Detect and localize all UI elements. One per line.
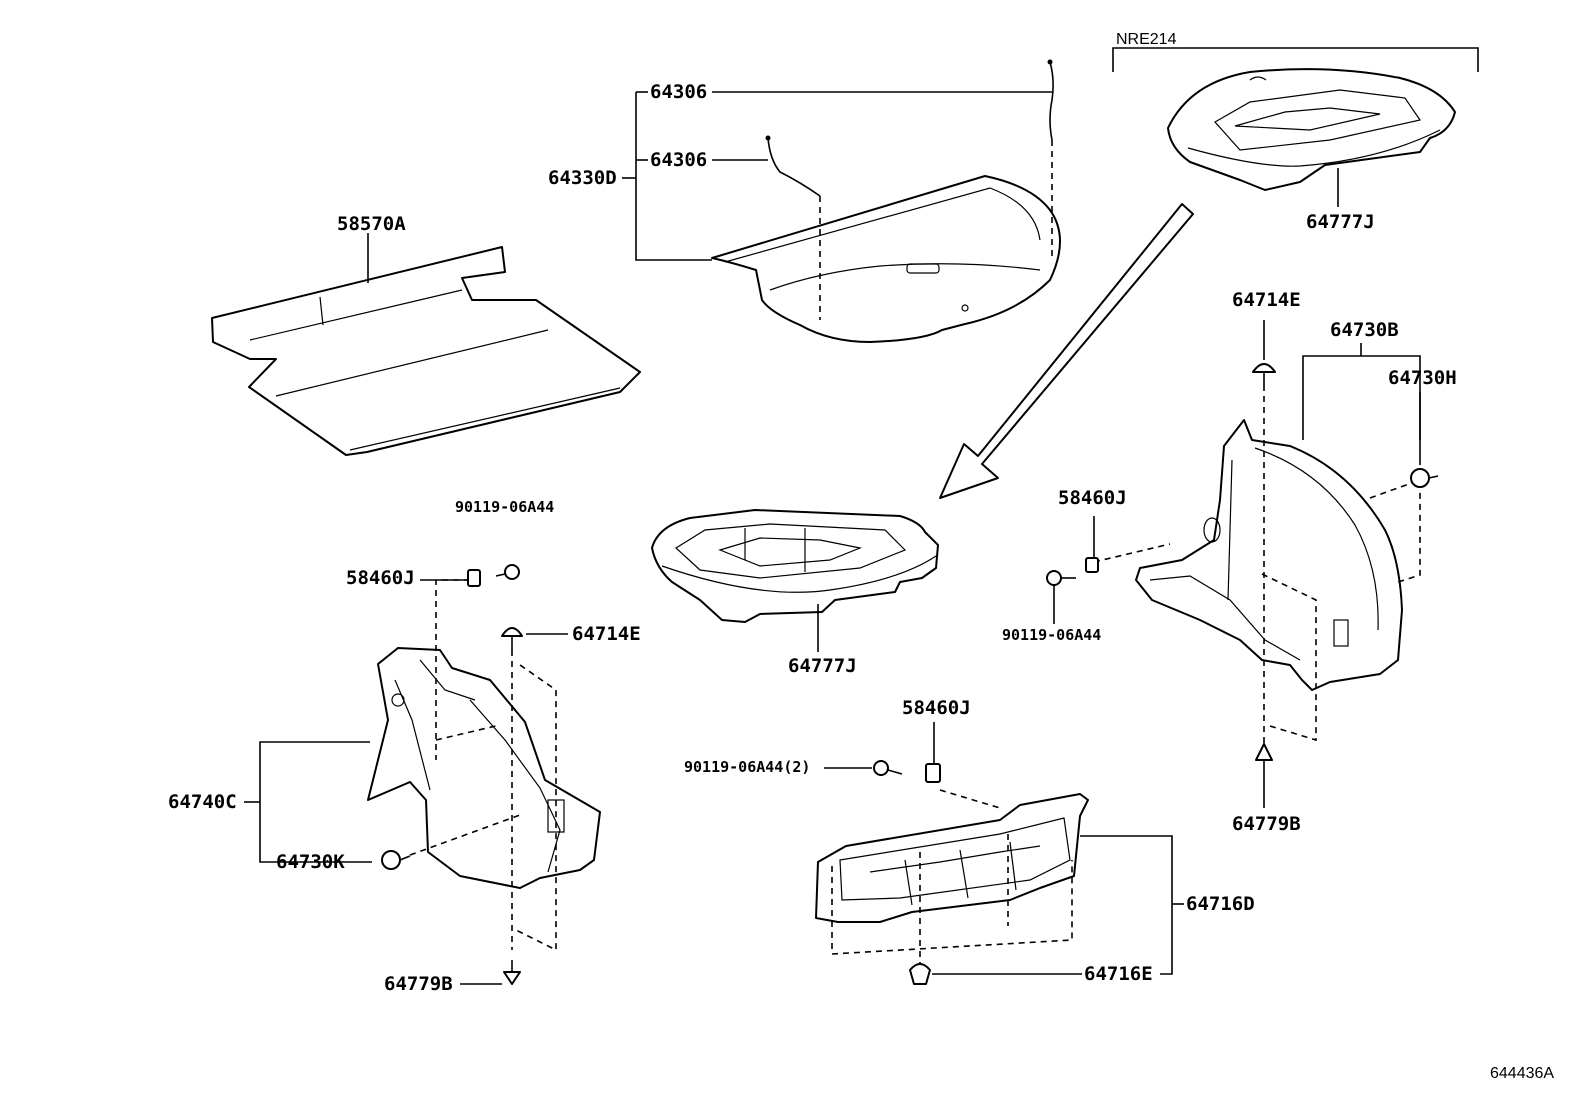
- label-58570A: 58570A: [337, 213, 406, 235]
- replacement-arrow-icon: [939, 203, 1194, 499]
- clip-plate-icon: [909, 963, 931, 985]
- label-64716E: 64716E: [1084, 963, 1153, 985]
- label-64714E-right: 64714E: [1232, 289, 1301, 311]
- label-64740C: 64740C: [168, 791, 237, 813]
- variant-bracket: NRE214: [1112, 31, 1479, 72]
- figure-code: 644436A: [1490, 1065, 1554, 1082]
- plate-part: 64716D 64716E 58460J 90119-06A44(2): [684, 697, 1255, 985]
- label-90119-06A44-2: 90119-06A44(2): [684, 758, 810, 776]
- label-64730K: 64730K: [276, 851, 345, 873]
- label-64306-upper: 64306: [650, 81, 707, 103]
- label-64730H: 64730H: [1388, 367, 1457, 389]
- clip-right-lower-icon: [1255, 743, 1273, 808]
- bolt-left-icon: [495, 564, 520, 580]
- clip-right-hook-icon: [1410, 468, 1439, 488]
- bolt-right-icon: [1046, 570, 1076, 586]
- variant-label: NRE214: [1116, 31, 1177, 48]
- nut-right-icon: [1085, 557, 1099, 573]
- nut-left-icon: [467, 569, 481, 587]
- label-64779B-left: 64779B: [384, 973, 453, 995]
- label-58460J-left: 58460J: [346, 567, 415, 589]
- label-64777J-center: 64777J: [788, 655, 857, 677]
- label-64730B: 64730B: [1330, 319, 1399, 341]
- label-64716D: 64716D: [1186, 893, 1255, 915]
- right-trim-part: 64730B 64730H 64714E 64779B 58460J: [1002, 289, 1457, 835]
- tray-center-part: 64777J: [651, 509, 939, 677]
- label-64779B-right: 64779B: [1232, 813, 1301, 835]
- label-64714E-left: 64714E: [572, 623, 641, 645]
- label-58460J-center: 58460J: [902, 697, 971, 719]
- nut-center-icon: [925, 763, 941, 783]
- label-64330D: 64330D: [548, 167, 617, 189]
- label-64777J-nre214: 64777J: [1306, 211, 1375, 233]
- deck-board-part: 58570A: [211, 213, 641, 456]
- label-90119-06A44-right: 90119-06A44: [1002, 626, 1101, 644]
- clip-right-upper-icon: [1252, 363, 1276, 385]
- left-trim-part: 64740C 64730K 64714E 64779B 58460J: [168, 498, 641, 995]
- clip-left-upper-icon: [501, 627, 523, 650]
- label-64306-lower: 64306: [650, 149, 707, 171]
- tonneau-cover-part: 64330D 64306 64306: [548, 59, 1061, 343]
- clip-left-lower-icon: [503, 960, 521, 985]
- bolt-center-icon: [873, 760, 903, 776]
- label-90119-06A44-left: 90119-06A44: [455, 498, 554, 516]
- label-58460J-right: 58460J: [1058, 487, 1127, 509]
- clip-left-hook-icon: [381, 850, 411, 870]
- tray-nre214-part: 64777J: [1167, 68, 1456, 233]
